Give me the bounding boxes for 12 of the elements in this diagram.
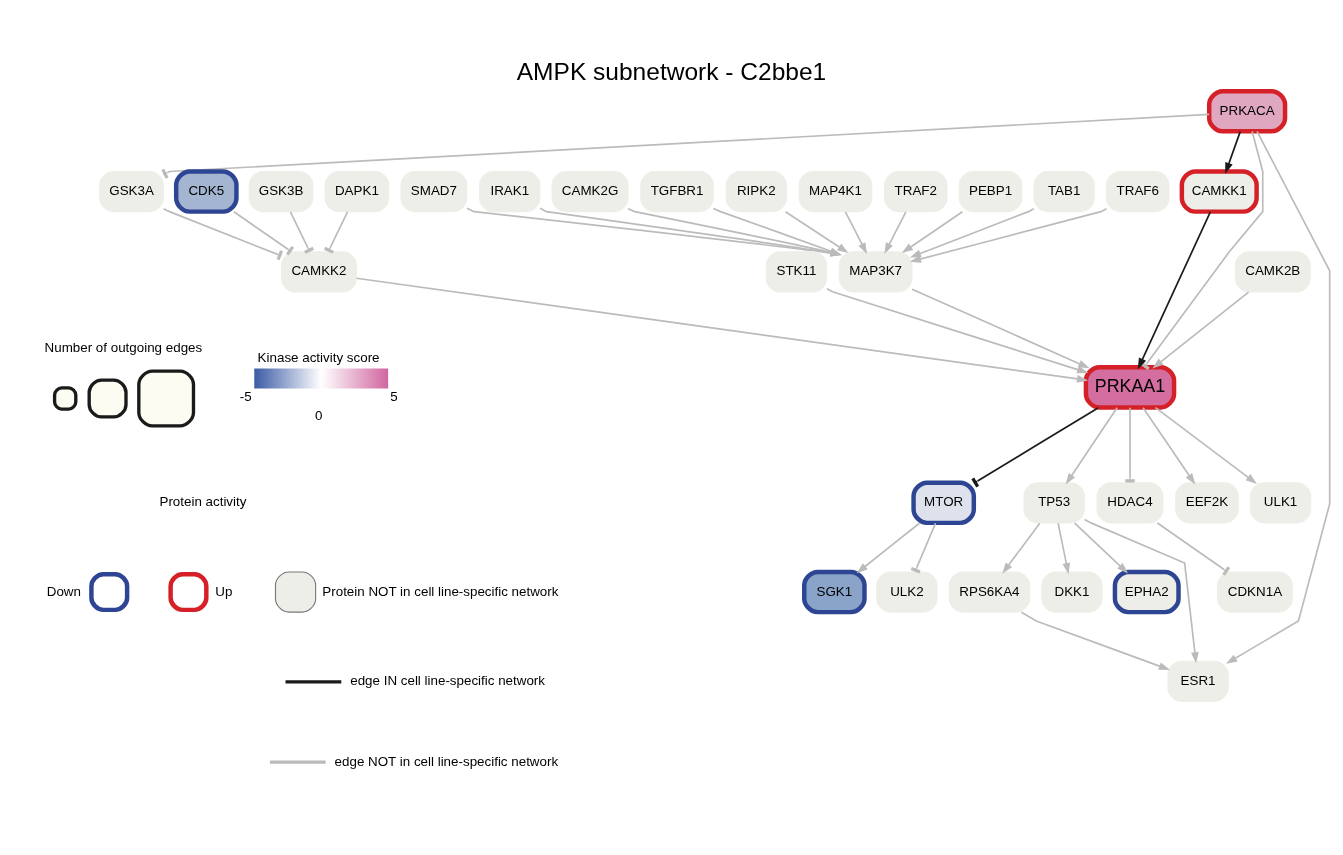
label: Protein activity: [159, 494, 247, 510]
label: Kinase activity score: [257, 350, 380, 366]
legend-label: edge IN cell line-specific network: [350, 673, 545, 689]
legend-label: Down: [46, 583, 81, 599]
legend-label: Up: [215, 583, 233, 599]
legend-label: Number of outgoing edges: [44, 340, 203, 356]
label: 0: [315, 408, 323, 424]
diagram-title: AMPK subnetwork - C2bbe1: [516, 57, 827, 85]
legend-label: Protein NOT in cell line-specific network: [322, 583, 559, 599]
label: -5: [239, 389, 252, 405]
legend-label: edge NOT in cell line-specific network: [334, 753, 559, 769]
label: 5: [390, 389, 398, 405]
